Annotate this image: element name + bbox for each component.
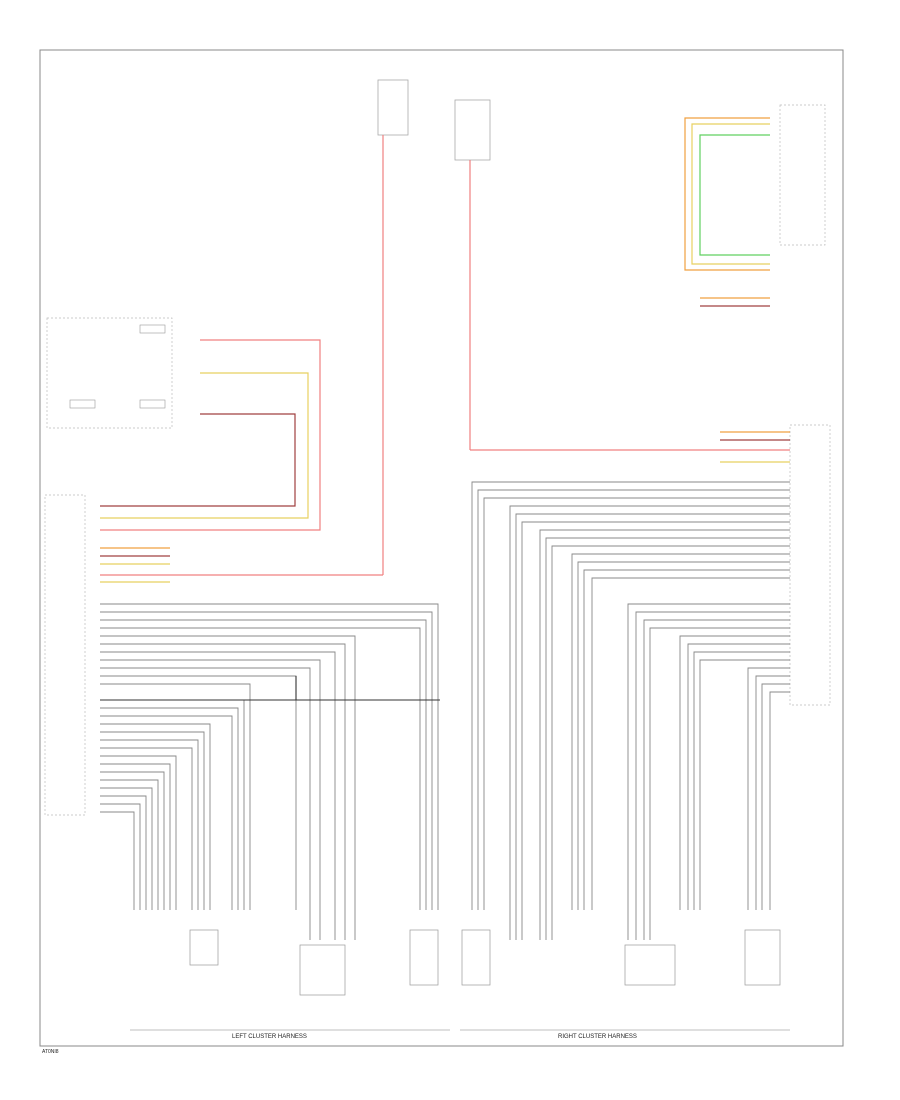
top-connector-right [454,99,790,451]
left-module-connector [44,494,383,816]
left-harness-wires [100,603,439,940]
diagram-code: AT0NI8 [42,1049,59,1055]
right-harness-wires [471,481,790,940]
top-connector-left [377,79,409,575]
right-module-connector [720,424,831,706]
left-harness-dark-wires [100,676,440,701]
right-harness-label: RIGHT CLUSTER HARNESS [558,1034,637,1040]
seat-switch-left [46,317,321,531]
bottom-components [189,929,781,996]
diagram-frame [39,49,844,1047]
seat-switch-upper-right [684,104,826,307]
left-harness-label: LEFT CLUSTER HARNESS [232,1034,307,1040]
